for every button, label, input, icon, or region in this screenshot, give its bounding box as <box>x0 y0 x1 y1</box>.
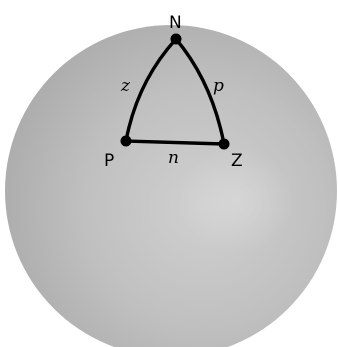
edge-np <box>124 37 178 143</box>
vertex-p-label: P <box>104 151 114 171</box>
side-labels: z p n <box>120 76 224 168</box>
vertex-n-dot <box>170 33 182 45</box>
sphere-highlight <box>178 148 294 252</box>
edge-pz <box>124 139 226 146</box>
side-pz-label: n <box>168 148 179 168</box>
sphere-body <box>5 25 337 347</box>
vertex-n-label: N <box>169 13 182 33</box>
triangle-edges <box>124 37 226 146</box>
vertex-z-label: Z <box>231 151 243 171</box>
vertex-z-dot <box>218 138 230 150</box>
edge-nz <box>174 37 226 146</box>
side-nz-label: p <box>213 76 224 96</box>
triangle-vertices <box>120 33 230 150</box>
vertex-p-dot <box>120 135 132 147</box>
side-np-label: z <box>120 76 131 96</box>
sphere <box>5 25 337 347</box>
vertex-labels: N P Z <box>104 13 243 171</box>
